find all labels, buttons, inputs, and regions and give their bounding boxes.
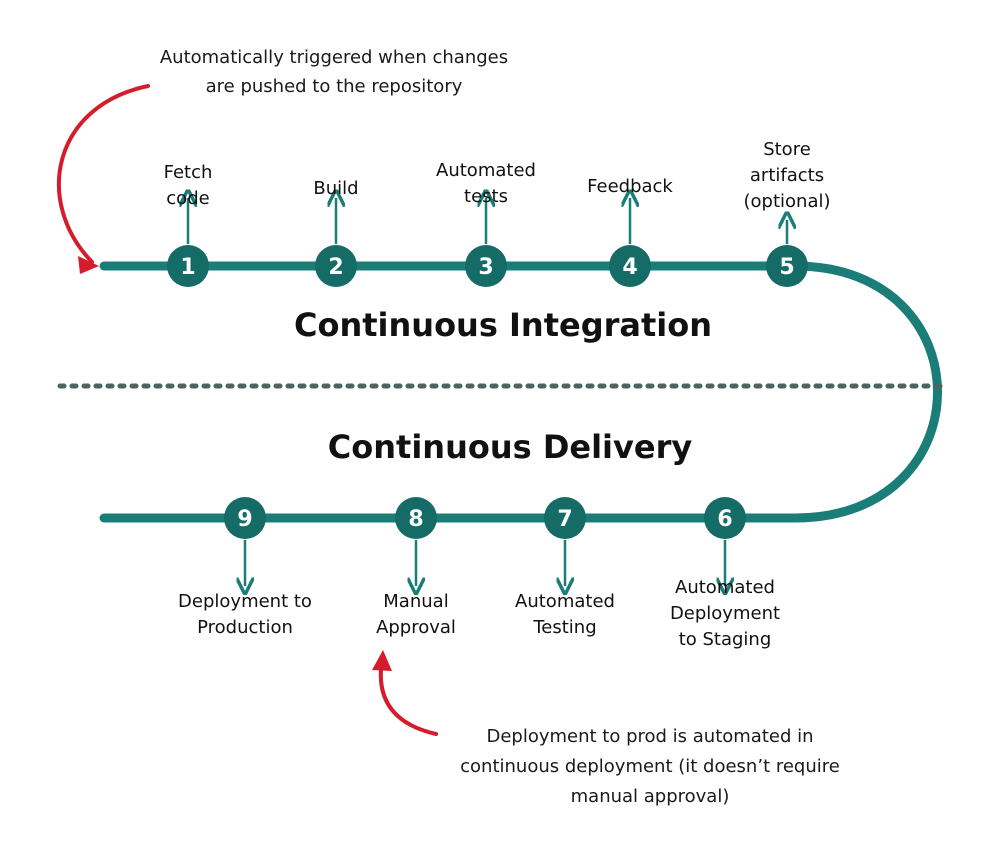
step-4-number: 4 — [622, 255, 637, 280]
step-1-label-line-1: Fetch — [164, 162, 213, 183]
step-1-number: 1 — [180, 255, 195, 280]
step-8-label-line-2: Approval — [376, 617, 456, 638]
trigger-annotation-line-1: Automatically triggered when changes — [160, 47, 508, 68]
step-5-node — [766, 245, 808, 287]
step-5-label-line-3: (optional) — [744, 191, 831, 212]
cd-section-title: Continuous Delivery — [328, 428, 693, 466]
step-3-label-line-1: Automated — [436, 160, 536, 181]
step-2-label-line-1: Build — [313, 178, 358, 199]
step-9-label-line-1: Deployment to — [178, 591, 312, 612]
step-3-label-line-2: tests — [464, 186, 508, 207]
pipeline-step-1: 1 Fetch code — [164, 162, 213, 287]
step-4-label-line-1: Feedback — [587, 176, 673, 197]
step-6-node — [704, 497, 746, 539]
step-7-number: 7 — [557, 507, 572, 532]
step-1-label-line-2: code — [166, 188, 209, 209]
step-9-node — [224, 497, 266, 539]
pipeline-step-2: 2 Build — [313, 178, 359, 287]
step-6-label-line-1: Automated — [675, 577, 775, 598]
step-9-number: 9 — [237, 507, 252, 532]
step-8-node — [395, 497, 437, 539]
deployment-annotation-line-1: Deployment to prod is automated in — [486, 726, 813, 747]
step-7-label-line-1: Automated — [515, 591, 615, 612]
pipeline-step-3: 3 Automated tests — [436, 160, 536, 287]
step-7-label-line-2: Testing — [532, 617, 596, 638]
step-8-number: 8 — [408, 507, 423, 532]
trigger-annotation-line-2: are pushed to the repository — [206, 76, 463, 97]
step-4-node — [609, 245, 651, 287]
step-2-number: 2 — [328, 255, 343, 280]
step-6-label-line-3: to Staging — [679, 629, 772, 650]
step-7-node — [544, 497, 586, 539]
step-8-label-line-1: Manual — [383, 591, 448, 612]
step-5-label-line-2: artifacts — [750, 165, 824, 186]
step-5-number: 5 — [779, 255, 794, 280]
deployment-annotation-line-2: continuous deployment (it doesn’t requir… — [460, 756, 840, 777]
pipeline-track — [99, 261, 942, 523]
step-5-label-line-1: Store — [763, 139, 811, 160]
pipeline-step-4: 4 Feedback — [587, 176, 673, 287]
step-3-node — [465, 245, 507, 287]
step-6-number: 6 — [717, 507, 732, 532]
pipeline-steps: 1Fetchcode2Build3Automatedtests4Feedback… — [164, 139, 831, 650]
step-3-number: 3 — [478, 255, 493, 280]
ci-section-title: Continuous Integration — [294, 306, 712, 344]
pipeline-step-5: 5 Store artifacts (optional) — [744, 139, 831, 287]
deployment-annotation-line-3: manual approval) — [571, 786, 730, 807]
deployment-arrow — [372, 650, 438, 736]
step-2-node — [315, 245, 357, 287]
step-9-label-line-2: Production — [197, 617, 293, 638]
trigger-arrow — [57, 84, 150, 274]
step-6-label-line-2: Deployment — [670, 603, 780, 624]
step-1-node — [167, 245, 209, 287]
